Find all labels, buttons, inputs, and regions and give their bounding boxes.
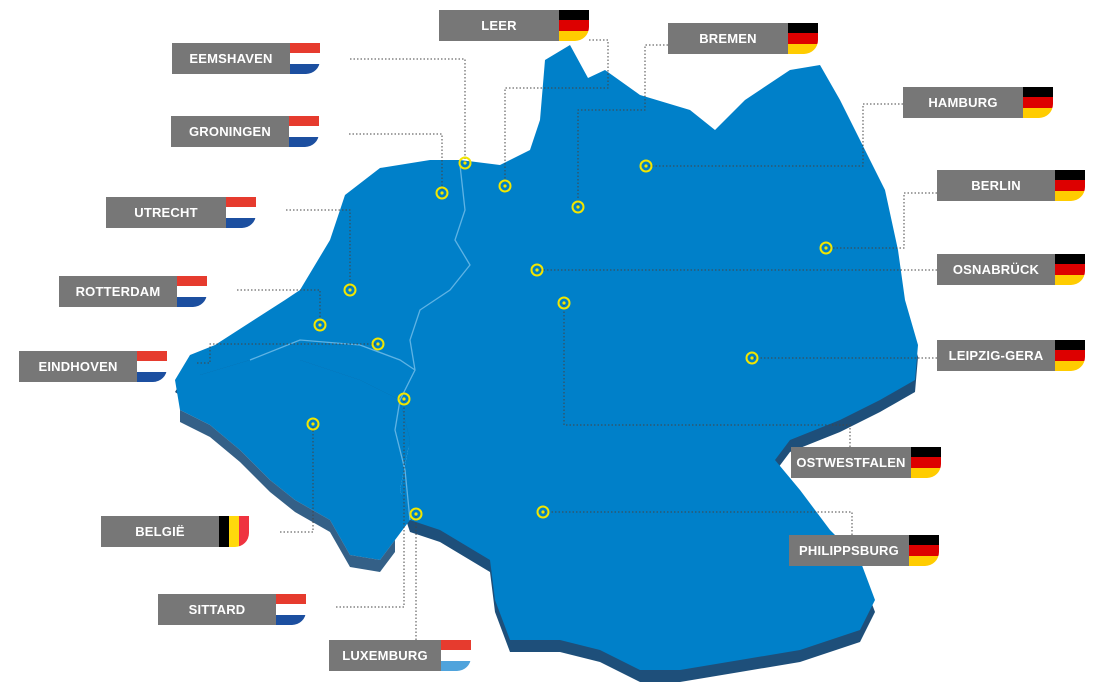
connector-belgie xyxy=(280,424,314,533)
de-flag-icon xyxy=(1055,340,1085,371)
location-name: OSNABRÜCK xyxy=(937,254,1055,285)
location-marker-philippsburg[interactable] xyxy=(536,505,550,519)
location-name: HAMBURG xyxy=(903,87,1023,118)
location-name: PHILIPPSBURG xyxy=(789,535,909,566)
de-flag-icon xyxy=(1055,254,1085,285)
de-flag-icon xyxy=(909,535,939,566)
connector-sittard xyxy=(336,399,405,608)
de-flag-icon xyxy=(911,447,941,478)
location-marker-osnabruck[interactable] xyxy=(530,263,544,277)
map-land xyxy=(175,45,918,670)
location-label-rotterdam[interactable]: ROTTERDAM xyxy=(59,276,207,307)
connector-leer xyxy=(504,39,609,186)
location-name: LUXEMBURG xyxy=(329,640,441,671)
connector-ostwestfalen xyxy=(563,303,851,447)
location-marker-leer[interactable] xyxy=(498,179,512,193)
location-marker-ostwestfalen[interactable] xyxy=(557,296,571,310)
location-label-berlin[interactable]: BERLIN xyxy=(937,170,1085,201)
location-label-hamburg[interactable]: HAMBURG xyxy=(903,87,1053,118)
nl-flag-icon xyxy=(289,116,319,147)
location-marker-rotterdam[interactable] xyxy=(313,318,327,332)
location-name: EINDHOVEN xyxy=(19,351,137,382)
location-name: GRONINGEN xyxy=(171,116,289,147)
location-marker-berlin[interactable] xyxy=(819,241,833,255)
location-label-eemshaven[interactable]: EEMSHAVEN xyxy=(172,43,320,74)
location-marker-groningen[interactable] xyxy=(435,186,449,200)
location-marker-leipzig[interactable] xyxy=(745,351,759,365)
location-name: BELGIË xyxy=(101,516,219,547)
location-label-belgie[interactable]: BELGIË xyxy=(101,516,249,547)
de-flag-icon xyxy=(1023,87,1053,118)
de-flag-icon xyxy=(559,10,589,41)
connector-bremen xyxy=(577,44,668,207)
location-marker-utrecht[interactable] xyxy=(343,283,357,297)
location-name: BERLIN xyxy=(937,170,1055,201)
connector-berlin xyxy=(826,192,937,249)
location-label-leer[interactable]: LEER xyxy=(439,10,589,41)
location-name: EEMSHAVEN xyxy=(172,43,290,74)
location-label-philippsburg[interactable]: PHILIPPSBURG xyxy=(789,535,939,566)
location-label-bremen[interactable]: BREMEN xyxy=(668,23,818,54)
nl-flag-icon xyxy=(137,351,167,382)
connector-eindhoven xyxy=(197,343,378,364)
location-marker-eindhoven[interactable] xyxy=(371,337,385,351)
location-label-eindhoven[interactable]: EINDHOVEN xyxy=(19,351,167,382)
connector-eemshaven xyxy=(350,58,466,163)
location-name: OSTWESTFALEN xyxy=(791,447,911,478)
nl-flag-icon xyxy=(276,594,306,625)
country-borders xyxy=(249,164,471,521)
location-label-groningen[interactable]: GRONINGEN xyxy=(171,116,319,147)
connector-hamburg xyxy=(646,103,903,167)
location-label-ostwestfalen[interactable]: OSTWESTFALEN xyxy=(791,447,941,478)
location-name: LEER xyxy=(439,10,559,41)
location-marker-bremen[interactable] xyxy=(571,200,585,214)
location-name: BREMEN xyxy=(668,23,788,54)
lu-flag-icon xyxy=(441,640,471,671)
location-name: ROTTERDAM xyxy=(59,276,177,307)
location-marker-eemshaven[interactable] xyxy=(458,156,472,170)
connector-philippsburg xyxy=(543,511,853,535)
connector-rotterdam xyxy=(237,289,321,325)
location-name: SITTARD xyxy=(158,594,276,625)
de-flag-icon xyxy=(1055,170,1085,201)
location-marker-luxemburg[interactable] xyxy=(409,507,423,521)
location-label-osnabruck[interactable]: OSNABRÜCK xyxy=(937,254,1085,285)
location-name: LEIPZIG-GERA xyxy=(937,340,1055,371)
location-label-luxemburg[interactable]: LUXEMBURG xyxy=(329,640,471,671)
location-marker-sittard[interactable] xyxy=(397,392,411,406)
location-label-leipzig[interactable]: LEIPZIG-GERA xyxy=(937,340,1085,371)
nl-flag-icon xyxy=(226,197,256,228)
nl-flag-icon xyxy=(177,276,207,307)
location-marker-hamburg[interactable] xyxy=(639,159,653,173)
map-shadow-belgium xyxy=(180,410,395,572)
location-label-utrecht[interactable]: UTRECHT xyxy=(106,197,256,228)
de-flag-icon xyxy=(788,23,818,54)
connector-utrecht xyxy=(286,209,351,290)
location-name: UTRECHT xyxy=(106,197,226,228)
location-label-sittard[interactable]: SITTARD xyxy=(158,594,306,625)
location-marker-belgie[interactable] xyxy=(306,417,320,431)
nl-flag-icon xyxy=(290,43,320,74)
be-flag-icon xyxy=(219,516,249,547)
